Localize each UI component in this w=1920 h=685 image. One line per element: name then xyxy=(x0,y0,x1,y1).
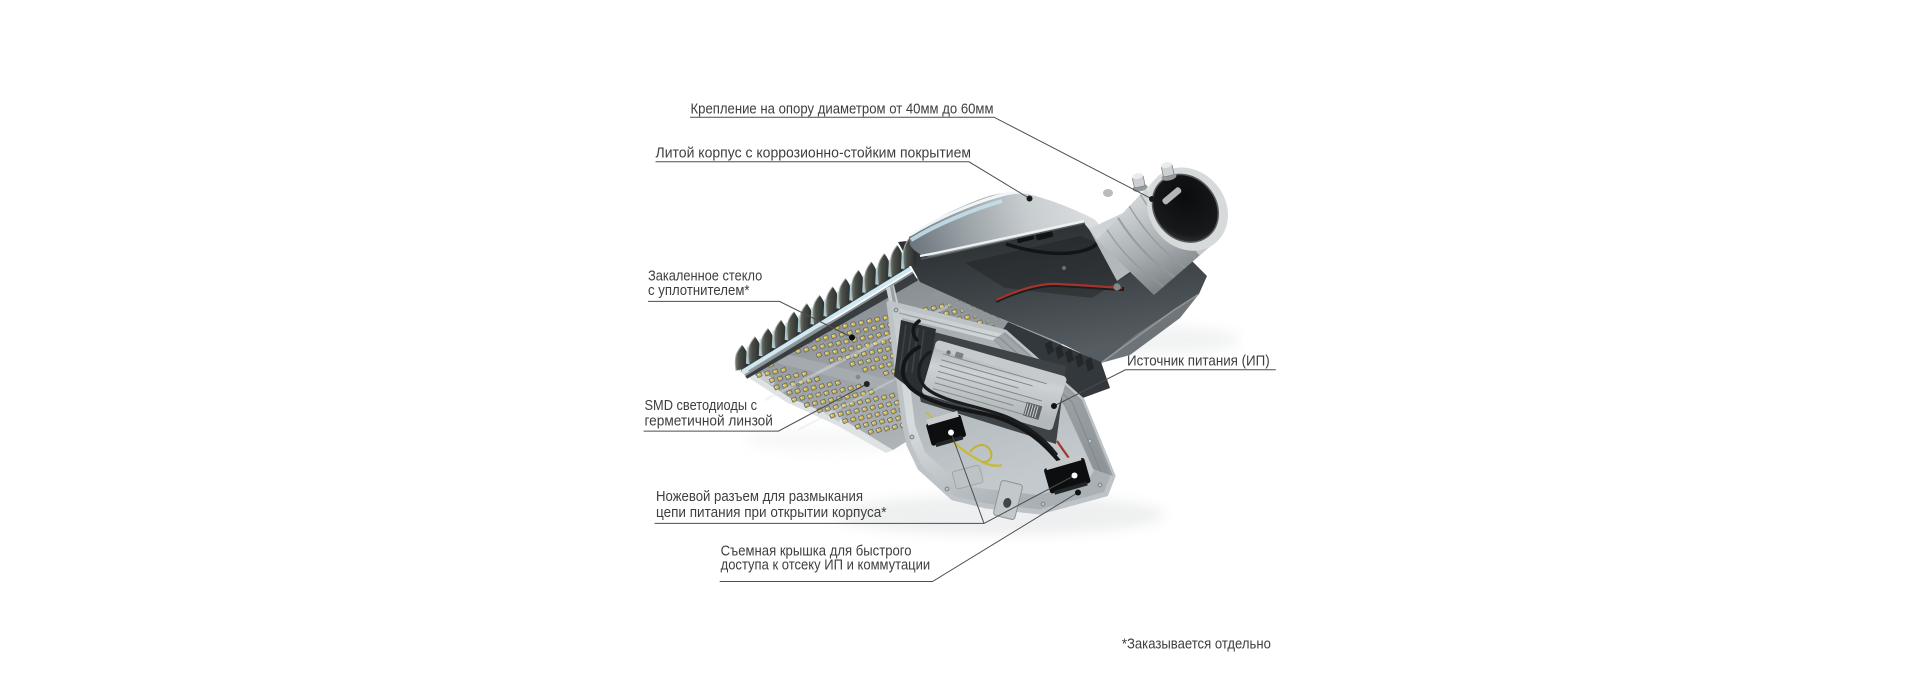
svg-text:герметичной линзой: герметичной линзой xyxy=(645,413,773,430)
svg-text:SMD светодиоды с: SMD светодиоды с xyxy=(645,397,758,414)
svg-text:Съемная крышка для быстрого: Съемная крышка для быстрого xyxy=(721,542,912,559)
svg-text:цепи питания при открытии корп: цепи питания при открытии корпуса* xyxy=(656,504,887,521)
svg-text:с уплотнителем*: с уплотнителем* xyxy=(648,282,750,299)
svg-text:Литой корпус с коррозионно-сто: Литой корпус с коррозионно-стойким покры… xyxy=(656,144,972,161)
svg-text:Крепление на опору диаметром о: Крепление на опору диаметром от 40мм до … xyxy=(691,100,994,117)
svg-text:Источник питания (ИП): Источник питания (ИП) xyxy=(1127,352,1270,369)
svg-text:доступа к отсеку ИП и коммутац: доступа к отсеку ИП и коммутации xyxy=(721,557,931,574)
svg-text:*Заказывается отдельно: *Заказывается отдельно xyxy=(1122,635,1271,652)
svg-text:Закаленное стекло: Закаленное стекло xyxy=(648,267,762,284)
svg-text:Ножевой разъем для размыкания: Ножевой разъем для размыкания xyxy=(656,488,863,505)
